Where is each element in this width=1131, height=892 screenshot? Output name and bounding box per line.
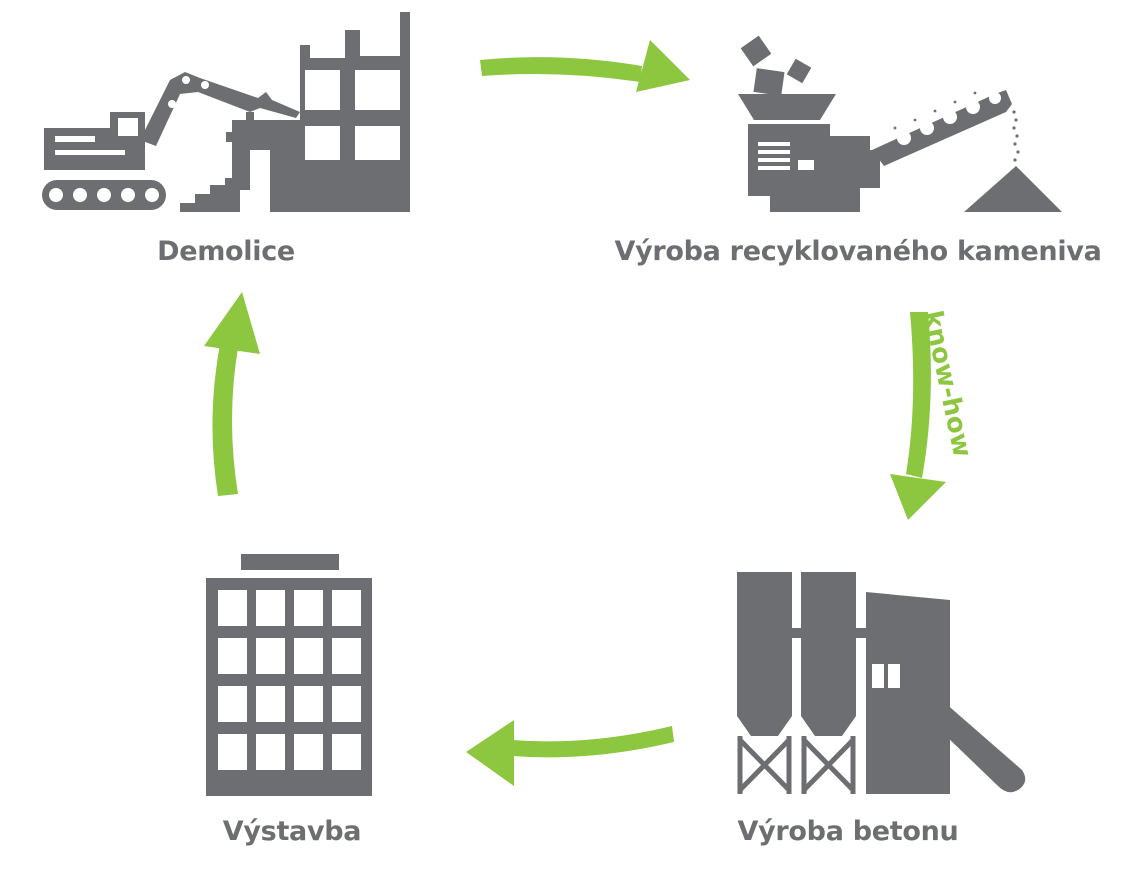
concrete-plant-icon: [737, 572, 1026, 794]
arrow-concrete-to-construction: [466, 720, 674, 786]
arrow-recycling-to-concrete: [890, 312, 946, 520]
stage-label-construction: Výstavba: [222, 816, 362, 847]
arrow-construction-to-demolition: [204, 292, 260, 496]
stage-label-concrete-production: Výroba betonu: [737, 816, 959, 847]
crusher-conveyor-icon: [738, 35, 1062, 212]
arrow-demolition-to-recycling: [480, 40, 690, 92]
stage-label-recycled-aggregate: Výroba recyklovaného kameniva: [614, 236, 1102, 267]
building-icon: [206, 554, 372, 796]
stage-label-demolition: Demolice: [157, 236, 295, 267]
excavator-demolition-icon: [42, 12, 410, 212]
